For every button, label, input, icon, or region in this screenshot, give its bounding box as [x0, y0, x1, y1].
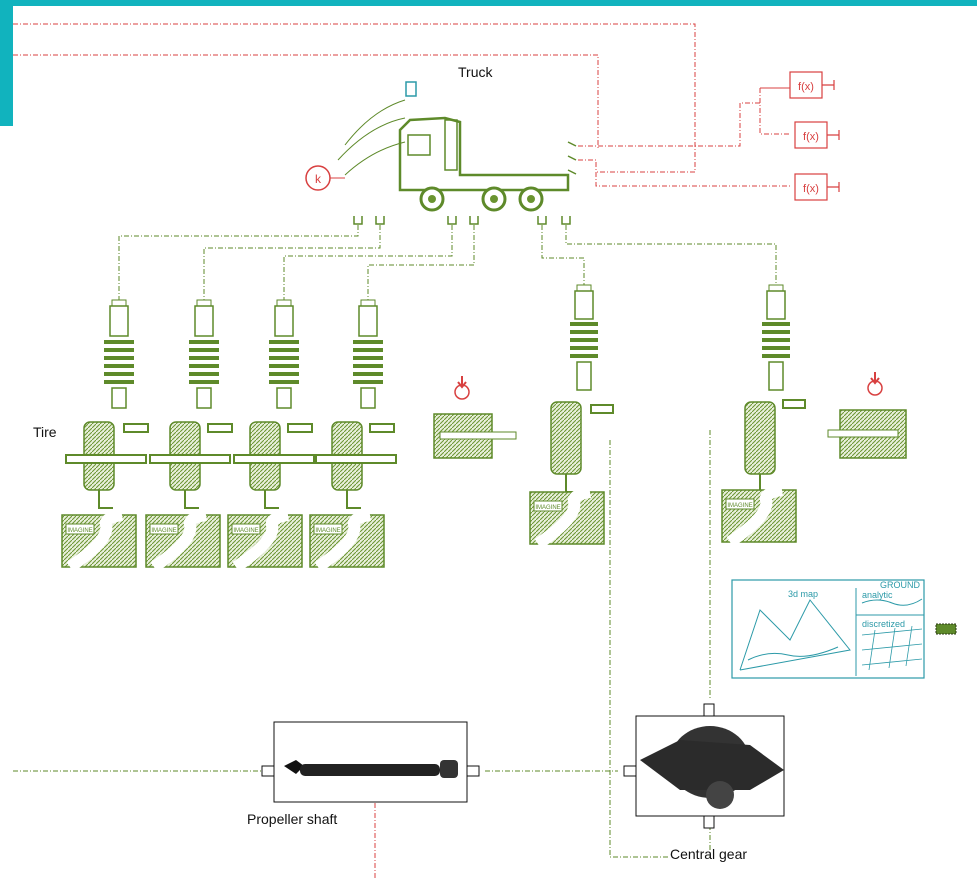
svg-text:f(x): f(x) [803, 183, 819, 195]
svg-text:IMAGINE: IMAGINE [67, 528, 92, 534]
svg-text:k: k [315, 172, 322, 186]
propeller-shaft-block[interactable] [261, 721, 480, 803]
gain-block[interactable]: k [305, 165, 345, 191]
svg-text:GROUND: GROUND [880, 580, 920, 590]
central-gear-label: Central gear [670, 846, 748, 862]
top-accent-bar [0, 0, 977, 6]
svg-text:3d map: 3d map [788, 589, 818, 599]
svg-text:f(x): f(x) [803, 131, 819, 143]
svg-text:IMAGINE: IMAGINE [233, 528, 258, 534]
brake-block[interactable] [827, 372, 907, 459]
propeller-shaft-label: Propeller shaft [247, 811, 338, 827]
svg-text:IMAGINE: IMAGINE [535, 505, 560, 511]
svg-text:f(x): f(x) [798, 81, 814, 93]
signal-wires [13, 23, 790, 879]
svg-text:discretized: discretized [862, 619, 905, 629]
central-gear-block[interactable] [623, 703, 785, 829]
suspension-assembly[interactable] [233, 299, 315, 509]
suspension-assembly[interactable] [550, 284, 614, 493]
truck-label: Truck [458, 64, 493, 80]
ground-block[interactable]: GROUND 3d map analytic discretized [731, 579, 957, 679]
function-block[interactable]: f(x) [794, 173, 840, 201]
road-block[interactable]: IMAGINE [227, 509, 303, 572]
road-block[interactable]: IMAGINE [309, 509, 385, 572]
brake-block[interactable] [433, 376, 517, 459]
truck-block[interactable] [337, 81, 577, 225]
svg-text:IMAGINE: IMAGINE [315, 528, 340, 534]
road-block[interactable]: IMAGINE [145, 509, 221, 572]
function-block[interactable]: f(x) [794, 121, 840, 149]
mechanical-wires [13, 225, 777, 858]
function-block[interactable]: f(x) [760, 71, 835, 99]
road-block[interactable]: IMAGINE [529, 486, 605, 549]
svg-text:IMAGINE: IMAGINE [151, 528, 176, 534]
suspension-assembly[interactable] [65, 299, 149, 509]
tire-label: Tire [33, 424, 57, 440]
svg-text:IMAGINE: IMAGINE [727, 503, 752, 509]
suspension-assembly[interactable] [149, 299, 233, 509]
road-block[interactable]: IMAGINE [61, 509, 137, 572]
suspension-assembly[interactable] [744, 284, 806, 493]
road-block[interactable]: IMAGINE [721, 484, 797, 547]
svg-text:analytic: analytic [862, 590, 893, 600]
suspension-assembly[interactable] [315, 299, 397, 509]
left-accent-bar [0, 0, 13, 126]
